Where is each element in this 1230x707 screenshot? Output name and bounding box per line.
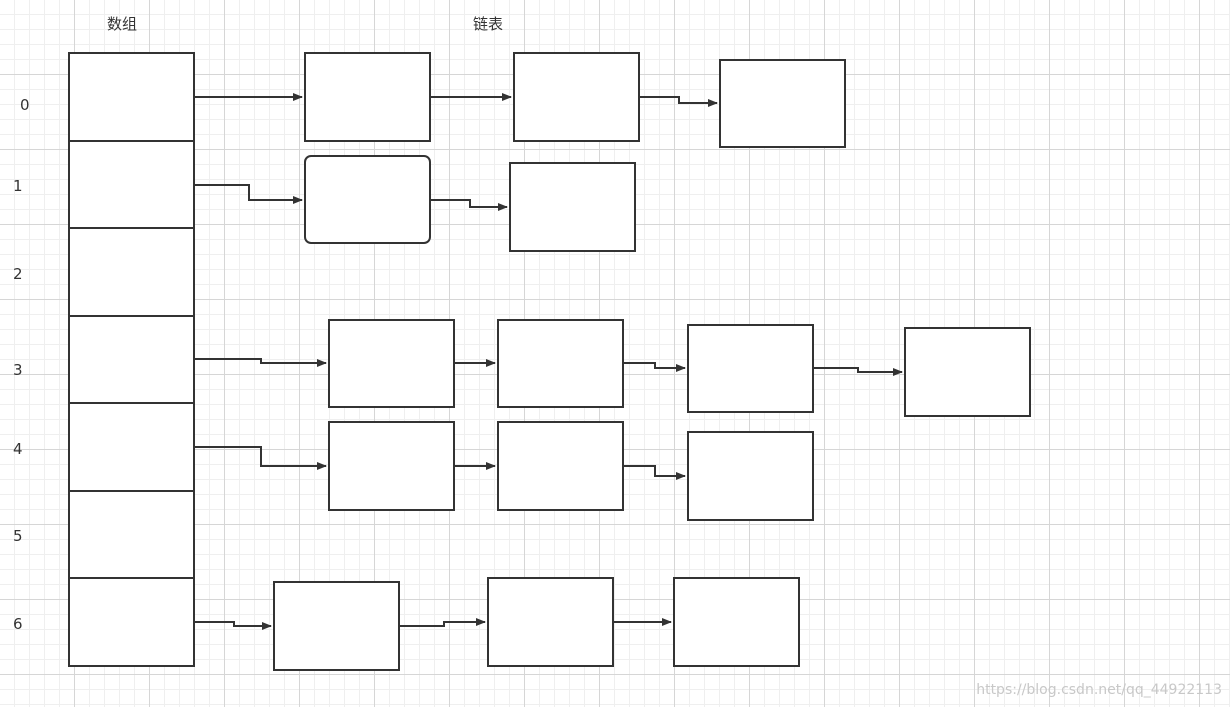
chain-row-0 [194,52,846,148]
index-label-1: 1 [13,177,23,195]
list-node-0-2[interactable] [513,52,640,142]
edge-node6-1-to-node6-2 [400,618,486,627]
array-label: 数组 [107,15,137,33]
list-node-3-3[interactable] [687,324,814,413]
index-label-0: 0 [20,96,30,114]
edge-node0-2-to-node0-3 [640,96,718,107]
edge-array4-to-node4-1 [194,446,327,470]
chain-row-4 [194,421,814,521]
chain-row-3 [194,319,1031,417]
list-node-3-4[interactable] [904,327,1031,417]
list-node-0-1[interactable] [304,52,431,142]
edge-node4-2-to-node4-3 [624,465,686,480]
list-node-6-2[interactable] [487,577,614,667]
list-node-4-3[interactable] [687,431,814,521]
array-cell-3 [68,315,195,404]
list-node-1-1[interactable] [304,155,431,244]
linked-list-label: 链表 [473,15,503,33]
edge-node3-3-to-node3-4 [814,367,903,376]
edge-array3-to-node3-1 [194,358,327,367]
array-cell-4 [68,402,195,492]
list-node-3-1[interactable] [328,319,455,408]
edge-array1-to-node1-1 [194,184,303,204]
list-node-0-3[interactable] [719,59,846,148]
list-node-4-2[interactable] [497,421,624,511]
index-label-5: 5 [13,527,23,545]
list-node-4-1[interactable] [328,421,455,511]
index-label-4: 4 [13,440,23,458]
edge-node3-2-to-node3-3 [624,362,686,372]
list-node-6-3[interactable] [673,577,800,667]
array-cell-1 [68,140,195,229]
chain-row-1 [194,155,636,252]
watermark-text: https://blog.csdn.net/qq_44922113 [976,682,1222,698]
chain-row-6 [194,577,800,671]
list-node-1-2[interactable] [509,162,636,252]
index-label-6: 6 [13,615,23,633]
list-node-6-1[interactable] [273,581,400,671]
array-column [68,52,195,667]
list-node-3-2[interactable] [497,319,624,408]
array-cell-5 [68,490,195,579]
edge-node1-1-to-node1-2 [431,199,508,211]
edge-array6-to-node6-1 [194,621,272,630]
array-cell-6 [68,577,195,667]
array-cell-0 [68,52,195,142]
array-cell-2 [68,227,195,317]
index-label-3: 3 [13,361,23,379]
index-label-2: 2 [13,265,23,283]
